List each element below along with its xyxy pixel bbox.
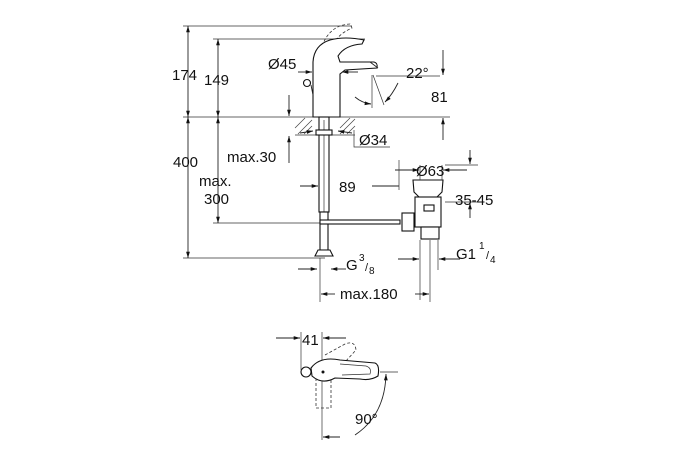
supply-thread-label: G 3 / 8 — [346, 253, 375, 277]
waste-thread-numerator: 1 — [479, 241, 485, 252]
max-counter-thickness-label: max.30 — [227, 149, 276, 166]
max-drop-label: 300 — [204, 191, 229, 208]
pop-up-waste — [298, 150, 478, 302]
outlet-height-label: 81 — [431, 89, 448, 106]
waste-thread-main: G1 — [456, 246, 476, 263]
supply-thread-denominator: 8 — [369, 266, 375, 277]
top-view — [276, 332, 398, 440]
shank-to-waste-label: 89 — [339, 179, 356, 196]
lever-rotation-label: 90° — [355, 411, 378, 428]
waste-thread-label: G1 1 / 4 — [456, 241, 496, 266]
hole-diameter-label: Ø34 — [359, 132, 387, 149]
body-diameter-label: Ø45 — [268, 56, 296, 73]
spout-height-label: 149 — [204, 72, 229, 89]
lever-offset-label: 41 — [302, 332, 319, 349]
fraction-slash: / — [365, 262, 369, 274]
spout-angle-label: 22° — [406, 65, 429, 82]
waste-thread-denominator: 4 — [490, 255, 496, 266]
waste-range-label: 35-45 — [455, 192, 493, 209]
total-height-label: 174 — [172, 67, 197, 84]
faucet-body — [298, 23, 399, 257]
max-reach-label: max.180 — [340, 286, 398, 303]
supply-thread-main: G — [346, 257, 358, 274]
supply-thread-numerator: 3 — [359, 253, 365, 264]
hose-length-label: 400 — [173, 154, 198, 171]
vertical-dimension-lines — [186, 25, 445, 258]
max-label: max. — [199, 173, 232, 190]
waste-diameter-label: Ø63 — [416, 163, 444, 180]
fraction-slash: / — [486, 250, 490, 262]
